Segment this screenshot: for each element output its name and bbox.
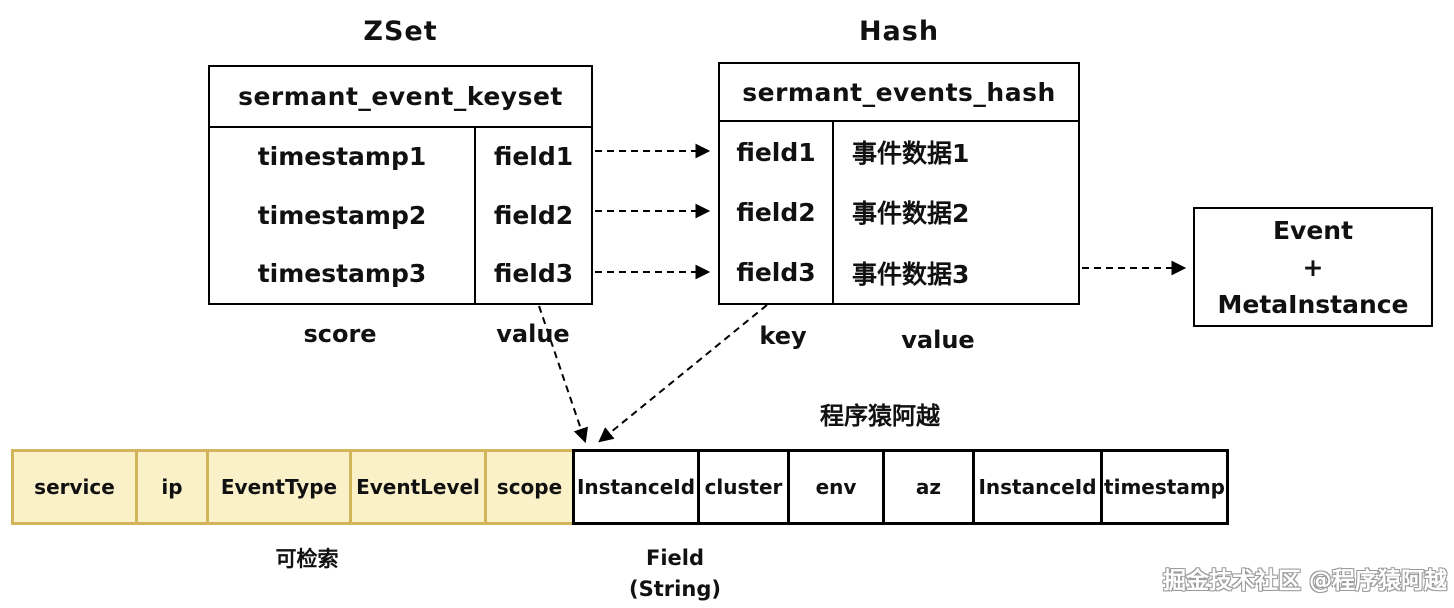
event-metainstance-box: Event + MetaInstance — [1193, 207, 1433, 327]
event-box-line-2: + — [1302, 252, 1324, 282]
strip-cell-az: az — [882, 449, 975, 525]
hash-value-cell-2: 事件数据2 — [852, 199, 970, 229]
zset-score-column: timestamp1 timestamp2 timestamp3 — [210, 128, 474, 304]
event-box-line-3: MetaInstance — [1217, 289, 1409, 319]
zset-score-cell-2: timestamp2 — [257, 200, 427, 230]
hash-title: Hash — [858, 16, 940, 47]
strip-cell-timestamp: timestamp — [1100, 449, 1229, 525]
hash-table: sermant_events_hash field1 field2 field3… — [718, 62, 1080, 305]
field-caption: Field — [645, 546, 705, 570]
strip-cell-service: service — [11, 449, 138, 525]
strip-cell-env: env — [787, 449, 885, 525]
field-strip: service ip EventType EventLevel scope In… — [11, 449, 1229, 525]
hash-key-cell-1: field1 — [736, 137, 816, 167]
zset-title: ZSet — [363, 16, 438, 47]
hash-key-cell-3: field3 — [736, 258, 816, 288]
watermark: 掘金技术社区 @程序猿阿越 — [1162, 568, 1447, 594]
hash-key-label: key — [759, 322, 807, 350]
zset-value-label: value — [496, 320, 570, 348]
strip-cell-instanceid-2: InstanceId — [972, 449, 1103, 525]
hash-value-column: 事件数据1 事件数据2 事件数据3 — [832, 122, 1078, 303]
zset-body: timestamp1 timestamp2 timestamp3 field1 … — [210, 127, 591, 304]
hash-key-column: field1 field2 field3 — [720, 122, 832, 303]
zset-score-label: score — [303, 320, 377, 348]
zset-score-cell-3: timestamp3 — [257, 259, 427, 289]
hash-key-cell-2: field2 — [736, 197, 816, 227]
zset-value-cell-3: field3 — [493, 259, 574, 289]
zset-value-cell-2: field2 — [493, 200, 574, 230]
arrow-hash-key-to-field — [598, 304, 768, 443]
searchable-caption: 可检索 — [275, 547, 339, 571]
strip-cell-ip: ip — [135, 449, 209, 525]
event-box-line-1: Event — [1272, 215, 1354, 245]
hash-value-cell-1: 事件数据1 — [852, 139, 970, 169]
zset-header: sermant_event_keyset — [210, 67, 591, 128]
hash-body: field1 field2 field3 事件数据1 事件数据2 事件数据3 — [720, 122, 1078, 303]
strip-cell-instanceid-1: InstanceId — [572, 449, 700, 525]
zset-value-cell-1: field1 — [493, 142, 574, 172]
hash-header: sermant_events_hash — [720, 64, 1078, 122]
field-caption-sub: (String) — [629, 577, 721, 601]
zset-score-cell-1: timestamp1 — [257, 142, 427, 172]
strip-cell-eventlevel: EventLevel — [349, 449, 487, 525]
zset-table: sermant_event_keyset timestamp1 timestam… — [208, 65, 593, 305]
hash-value-cell-3: 事件数据3 — [852, 259, 970, 289]
bottom-strip-title: 程序猿阿越 — [820, 402, 940, 430]
hash-value-label: value — [901, 326, 975, 354]
strip-cell-scope: scope — [484, 449, 575, 525]
strip-cell-cluster: cluster — [697, 449, 790, 525]
strip-cell-eventtype: EventType — [206, 449, 352, 525]
zset-value-column: field1 field2 field3 — [474, 127, 591, 303]
